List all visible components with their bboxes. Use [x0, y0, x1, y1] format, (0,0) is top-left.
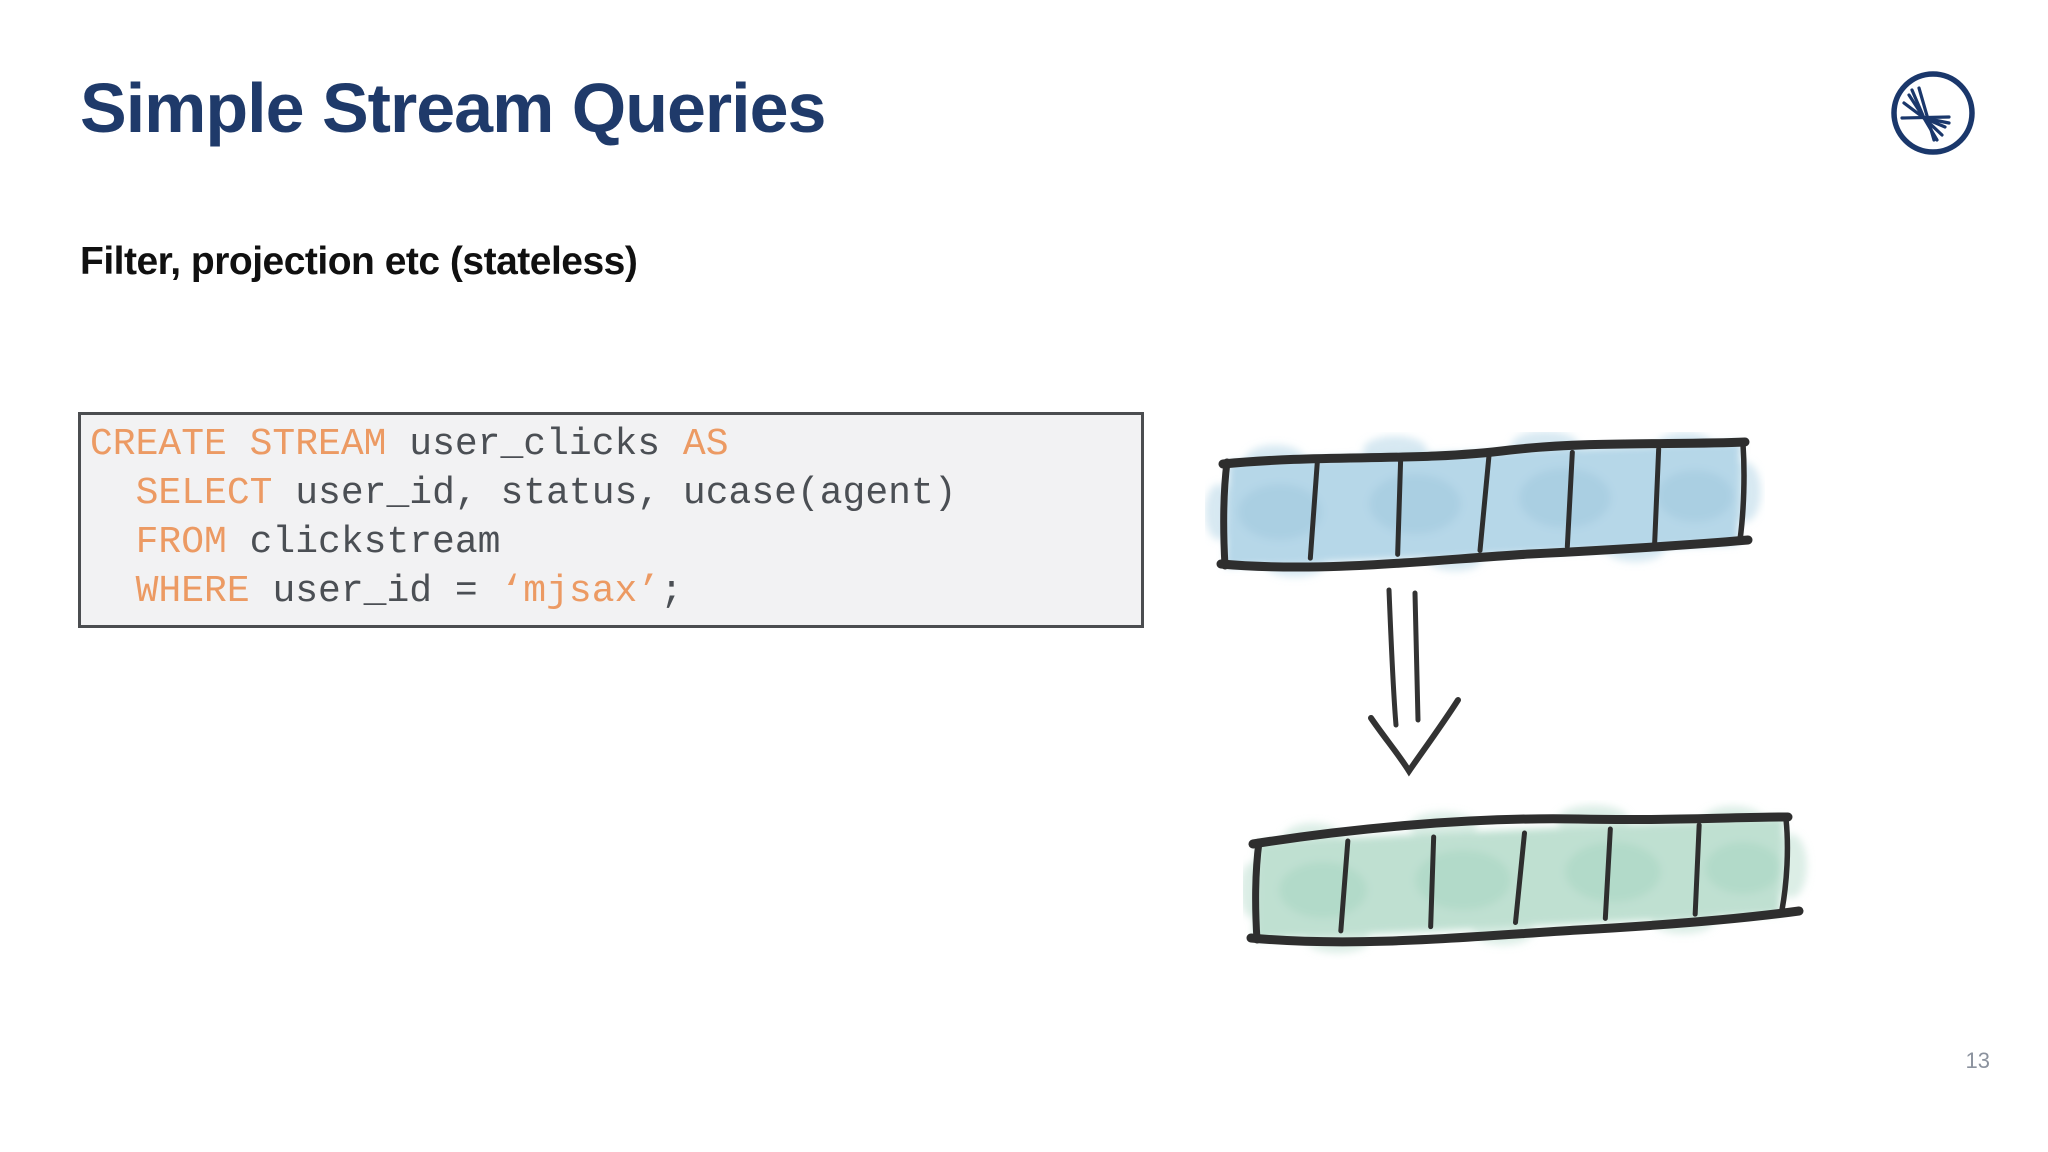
code-box: CREATE STREAM user_clicks AS SELECT user…	[78, 412, 1144, 628]
confluent-logo-icon	[1891, 71, 1975, 155]
output-stream-figure	[1243, 805, 1807, 953]
input-stream-figure	[1205, 432, 1761, 577]
page-number: 13	[1965, 1048, 1990, 1073]
output-stream-shading	[1279, 842, 1781, 918]
stream-segment-divider	[1307, 459, 1320, 561]
page-title: Simple Stream Queries	[80, 69, 826, 147]
input-stream-outline	[1216, 437, 1753, 572]
input-stream-dividers	[1307, 446, 1662, 561]
code-line: SELECT user_id, status, ucase(agent)	[135, 472, 957, 515]
stream-segment-divider	[1428, 834, 1437, 930]
code-line: CREATE STREAM user_clicks AS	[90, 423, 729, 466]
down-arrow-icon	[1368, 587, 1461, 777]
code-block: CREATE STREAM user_clicks AS SELECT user…	[90, 420, 1131, 616]
code-line: FROM clickstream	[135, 521, 501, 564]
stream-segment-divider	[1338, 838, 1351, 934]
stream-segment-divider	[1652, 446, 1662, 546]
stream-segment-divider	[1692, 822, 1702, 917]
page-subtitle: Filter, projection etc (stateless)	[80, 240, 638, 283]
stream-segment-divider	[1395, 456, 1404, 557]
stream-segment-divider	[1602, 826, 1613, 921]
output-stream-dividers	[1338, 822, 1702, 934]
code-line: WHERE user_id = ‘mjsax’;	[135, 570, 683, 613]
input-stream-shading	[1238, 468, 1733, 540]
output-stream-outline	[1246, 812, 1804, 947]
stream-segment-divider	[1513, 830, 1527, 925]
stream-segment-divider	[1564, 449, 1575, 550]
stream-segment-divider	[1477, 453, 1492, 553]
